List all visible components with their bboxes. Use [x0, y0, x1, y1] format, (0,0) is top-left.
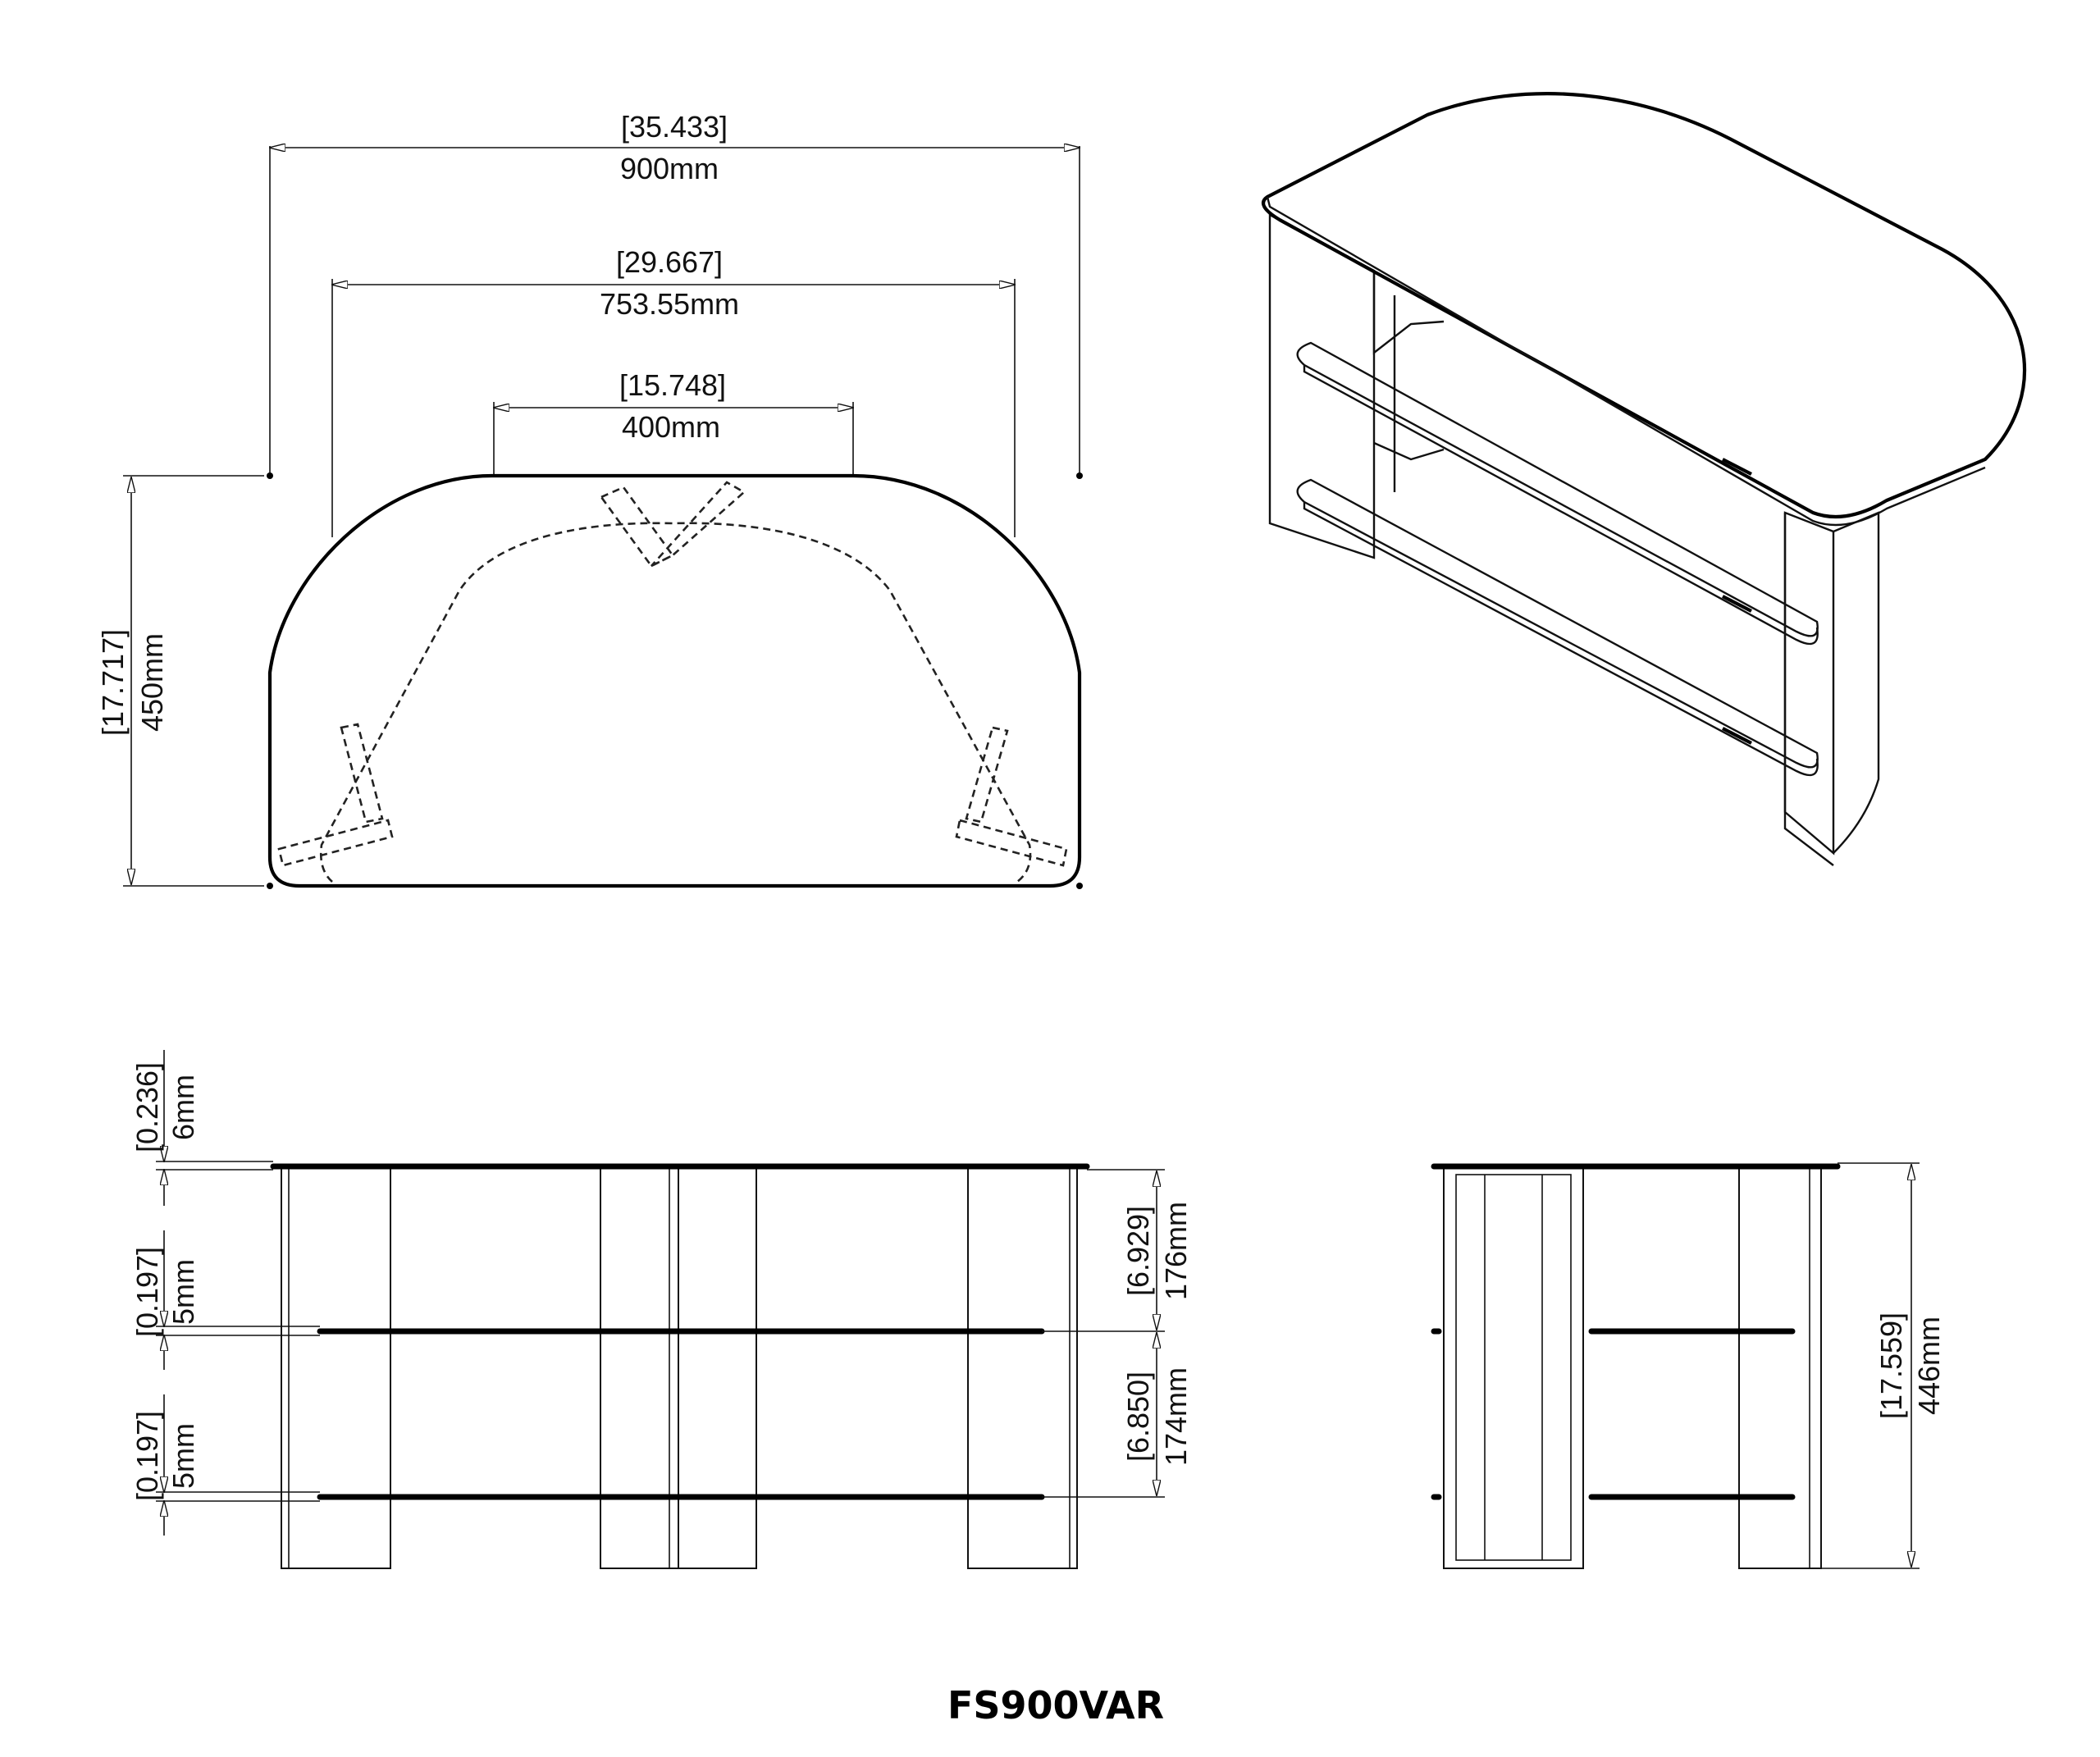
side-panel-left [1443, 1166, 1584, 1569]
lower-gap-mm: 174mm [1159, 1367, 1193, 1466]
depth-mm: 450mm [135, 633, 169, 732]
iso-side-panel-right [1783, 511, 1835, 856]
side-height-inches: [17.559] [1874, 1312, 1908, 1419]
iso-middle-shelf [1296, 341, 1819, 637]
middle-glass-mm: 5mm [167, 1259, 200, 1325]
leg-brackets-dashed [277, 481, 1068, 867]
flat-width-dimension: [15.748] 400mm [494, 368, 853, 444]
overall-width-inches: [35.433] [621, 110, 728, 144]
front-extension-lines [156, 1161, 1165, 1502]
front-leg-4 [967, 1166, 1078, 1569]
front-leg-3 [678, 1166, 757, 1569]
overall-width-mm: 900mm [620, 152, 719, 185]
side-height-dimension: [17.559] 446mm [1821, 1162, 1946, 1569]
front-leg-1 [281, 1166, 391, 1569]
top-view-extension-lines [123, 146, 1083, 889]
bottom-glass-inches: [0.197] [130, 1411, 164, 1501]
middle-glass-inches: [0.197] [130, 1247, 164, 1337]
arc-width-inches: [29.667] [616, 245, 723, 279]
top-glass-mm: 6mm [167, 1075, 200, 1140]
flat-width-mm: 400mm [622, 410, 720, 444]
lower-gap-inches: [6.850] [1121, 1371, 1155, 1462]
middle-glass-thickness-dimension: [0.197] 5mm [130, 1230, 200, 1370]
overall-width-dimension: [35.433] 900mm [270, 110, 1080, 185]
isometric-view [1261, 92, 2027, 866]
top-glass-inches: [0.236] [130, 1062, 164, 1152]
model-title: FS900VAR [947, 1683, 1164, 1727]
front-leg-2 [600, 1166, 679, 1569]
bottom-glass-mm: 5mm [167, 1423, 200, 1489]
side-view: [17.559] 446mm [1431, 1162, 1946, 1569]
iso-top-glass [1261, 92, 2027, 519]
bottom-glass-thickness-dimension: [0.197] 5mm [130, 1394, 200, 1536]
arc-width-mm: 753.55mm [600, 287, 739, 321]
side-height-mm: 446mm [1912, 1317, 1946, 1415]
side-panel-right [1738, 1166, 1822, 1569]
flat-width-inches: [15.748] [619, 368, 726, 402]
top-view: [35.433] 900mm [29.667] 753.55mm [15.748… [96, 110, 1083, 889]
front-view: [0.236] 6mm [0.197] 5mm [0.197] 5mm [6.9… [130, 1050, 1193, 1569]
upper-gap-dimension: [6.929] 176mm [1121, 1171, 1193, 1330]
upper-gap-inches: [6.929] [1121, 1206, 1155, 1296]
arc-width-dimension: [29.667] 753.55mm [332, 245, 1015, 321]
upper-gap-mm: 176mm [1159, 1202, 1193, 1300]
top-shelf-outline [267, 473, 1082, 888]
depth-dimension: [17.717] 450mm [96, 477, 169, 884]
depth-inches: [17.717] [96, 629, 130, 736]
iso-bottom-shelf [1296, 478, 1819, 769]
lower-gap-dimension: [6.850] 174mm [1121, 1333, 1193, 1495]
top-glass-thickness-dimension: [0.236] 6mm [130, 1050, 200, 1206]
inner-shelf-dashed-outline [320, 522, 1032, 883]
